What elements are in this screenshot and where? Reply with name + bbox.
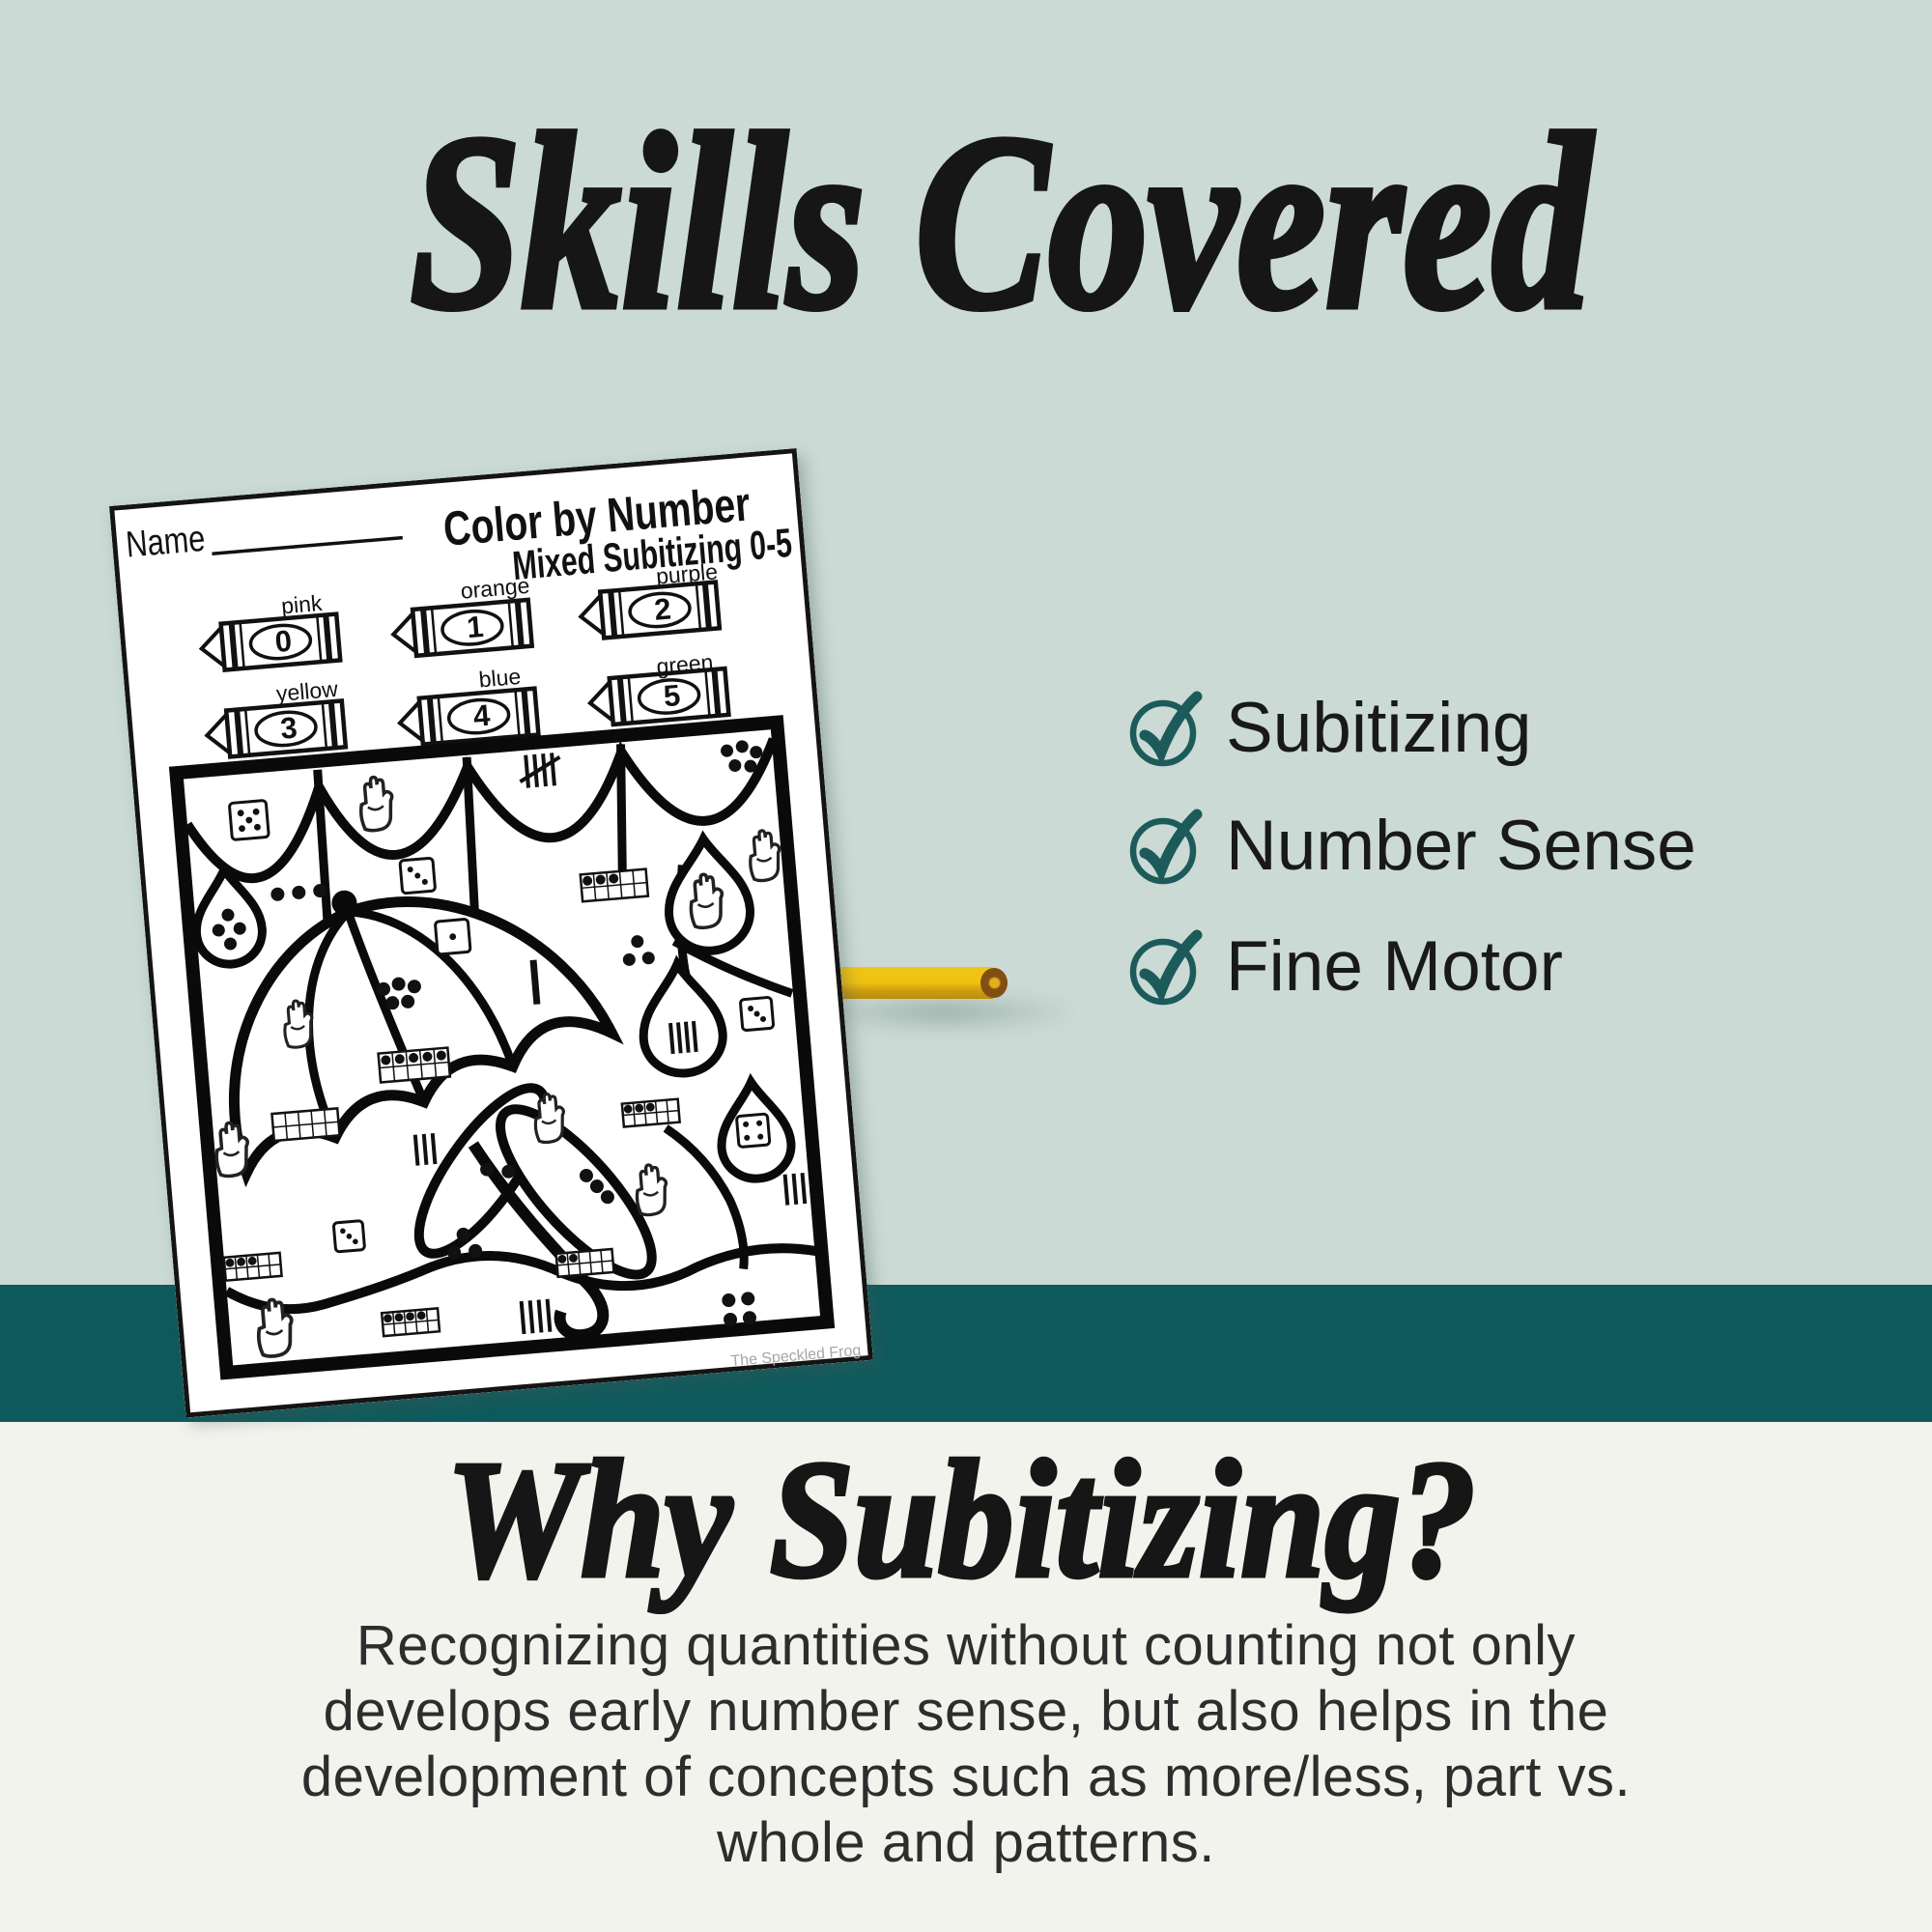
- svg-text:2: 2: [653, 592, 672, 627]
- svg-text:5: 5: [662, 678, 681, 713]
- svg-text:purple: purple: [655, 558, 719, 588]
- svg-text:Name: Name: [125, 519, 207, 566]
- svg-text:3: 3: [279, 711, 298, 746]
- svg-text:blue: blue: [478, 664, 523, 693]
- svg-text:4: 4: [472, 698, 493, 733]
- svg-text:0: 0: [273, 624, 293, 659]
- svg-text:pink: pink: [280, 590, 324, 618]
- svg-text:yellow: yellow: [275, 676, 339, 706]
- svg-text:orange: orange: [460, 573, 531, 604]
- svg-text:1: 1: [466, 610, 485, 644]
- svg-text:green: green: [655, 649, 714, 679]
